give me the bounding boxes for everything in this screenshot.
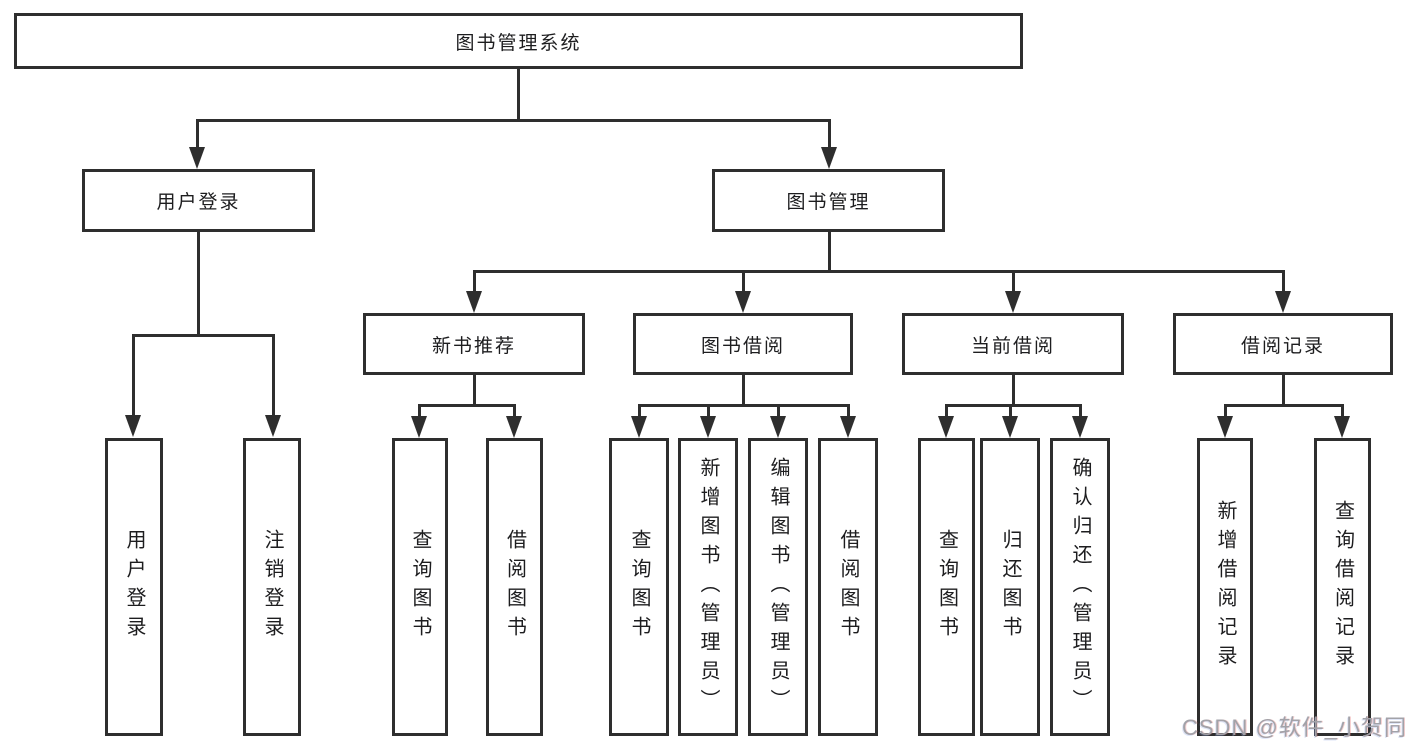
node-book-mgmt: 图书管理 — [712, 169, 945, 232]
leaf-borrow-edit-admin-label: 编辑图书（管理员） — [767, 456, 789, 718]
arrow-down-icon — [506, 416, 522, 438]
node-user-login: 用户登录 — [82, 169, 315, 232]
node-book-borrow-label: 图书借阅 — [700, 335, 785, 357]
leaf-newbooks-borrow-label: 借阅图书 — [503, 529, 526, 645]
leaf-logout-label: 注销登录 — [261, 529, 283, 645]
connector-drop — [847, 404, 850, 418]
arrow-down-icon — [1334, 416, 1350, 438]
connector-drop — [418, 404, 421, 418]
node-borrow-records-label: 借阅记录 — [1240, 335, 1325, 357]
arrow-down-icon — [1217, 416, 1233, 438]
node-new-books: 新书推荐 — [363, 313, 585, 375]
arrow-down-icon — [1275, 291, 1291, 313]
arrow-down-icon — [1072, 416, 1088, 438]
leaf-user-login-label: 用户登录 — [123, 529, 145, 645]
connector-drop — [513, 404, 516, 418]
connector-current-borrow-stem — [1012, 375, 1015, 407]
connector-level3-rail — [473, 270, 1285, 273]
arrow-down-icon — [700, 416, 716, 438]
node-root-label: 图书管理系统 — [455, 32, 582, 54]
leaf-logout: 注销登录 — [243, 438, 301, 736]
connector-user-login-drop — [196, 119, 199, 150]
connector-new-books-rail — [418, 404, 515, 407]
arrow-down-icon — [735, 291, 751, 313]
leaf-records-add-label: 新增借阅记录 — [1214, 500, 1236, 674]
leaf-current-query-label: 查询图书 — [935, 529, 958, 645]
leaf-records-add: 新增借阅记录 — [1197, 438, 1253, 736]
arrow-down-icon — [1002, 416, 1018, 438]
leaf-borrow-edit-admin: 编辑图书（管理员） — [748, 438, 808, 736]
connector-user-login-rail — [132, 334, 275, 337]
connector-book-mgmt-drop — [828, 119, 831, 150]
leaf-current-return: 归还图书 — [980, 438, 1040, 736]
node-current-borrow-label: 当前借阅 — [970, 335, 1055, 357]
arrow-down-icon — [821, 147, 837, 169]
node-current-borrow: 当前借阅 — [902, 313, 1124, 375]
leaf-borrow-borrow: 借阅图书 — [818, 438, 878, 736]
arrow-down-icon — [265, 415, 281, 437]
connector-drop — [945, 404, 948, 418]
connector-drop — [1341, 404, 1344, 418]
arrow-down-icon — [938, 416, 954, 438]
leaf-borrow-query: 查询图书 — [609, 438, 669, 736]
connector-drop — [1012, 270, 1015, 293]
node-user-login-label: 用户登录 — [156, 192, 241, 213]
leaf-newbooks-query-label: 查询图书 — [409, 529, 431, 645]
leaf-records-query: 查询借阅记录 — [1314, 438, 1371, 736]
arrow-down-icon — [411, 416, 427, 438]
connector-drop — [1282, 270, 1285, 293]
arrow-down-icon — [631, 416, 647, 438]
connector-book-mgmt-stem — [828, 232, 831, 273]
arrow-down-icon — [840, 416, 856, 438]
leaf-current-confirm-admin: 确认归还（管理员） — [1050, 438, 1110, 736]
connector-new-books-stem — [473, 375, 476, 407]
connector-drop — [707, 404, 710, 418]
node-book-mgmt-label: 图书管理 — [786, 192, 871, 213]
leaf-current-confirm-admin-label: 确认归还（管理员） — [1069, 456, 1091, 718]
leaf-borrow-add-admin-label: 新增图书（管理员） — [697, 456, 719, 718]
arrow-down-icon — [189, 147, 205, 169]
connector-drop — [777, 404, 780, 418]
connector-drop — [473, 270, 476, 293]
connector-current-borrow-rail — [945, 404, 1081, 407]
leaf-newbooks-borrow: 借阅图书 — [486, 438, 543, 736]
connector-book-borrow-rail — [638, 404, 849, 407]
connector-book-borrow-stem — [742, 375, 745, 407]
node-new-books-label: 新书推荐 — [431, 335, 516, 357]
connector-drop — [1009, 404, 1012, 418]
arrow-down-icon — [466, 291, 482, 313]
connector-drop — [132, 334, 135, 416]
connector-level2-rail — [196, 119, 831, 122]
csdn-watermark: CSDN @软件_小贺同学 — [1182, 715, 1405, 740]
node-book-borrow: 图书借阅 — [633, 313, 853, 375]
arrow-down-icon — [1005, 291, 1021, 313]
leaf-borrow-borrow-label: 借阅图书 — [837, 529, 859, 645]
arrow-down-icon — [125, 415, 141, 437]
connector-drop — [272, 334, 275, 416]
leaf-user-login: 用户登录 — [105, 438, 163, 736]
leaf-newbooks-query: 查询图书 — [392, 438, 448, 736]
arrow-down-icon — [770, 416, 786, 438]
leaf-records-query-label: 查询借阅记录 — [1331, 500, 1354, 674]
node-root: 图书管理系统 — [14, 13, 1023, 69]
leaf-borrow-query-label: 查询图书 — [628, 529, 650, 645]
connector-user-login-stem — [197, 232, 200, 336]
leaf-current-query: 查询图书 — [918, 438, 975, 736]
node-borrow-records: 借阅记录 — [1173, 313, 1393, 375]
connector-drop — [1224, 404, 1227, 418]
leaf-current-return-label: 归还图书 — [999, 529, 1021, 645]
connector-borrow-records-rail — [1224, 404, 1343, 407]
connector-drop — [638, 404, 641, 418]
connector-drop — [1079, 404, 1082, 418]
connector-borrow-records-stem — [1282, 375, 1285, 407]
connector-root-stem — [517, 69, 520, 122]
leaf-borrow-add-admin: 新增图书（管理员） — [678, 438, 738, 736]
connector-drop — [742, 270, 745, 293]
